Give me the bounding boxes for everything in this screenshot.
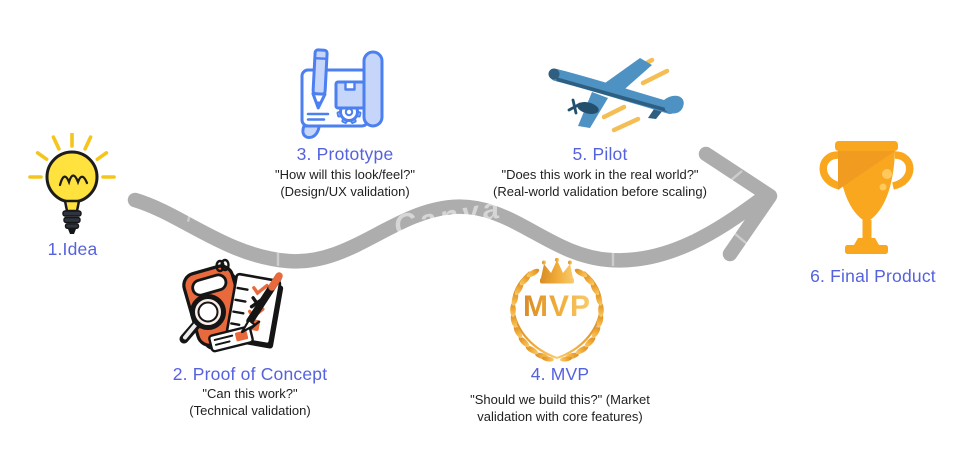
- airplane-icon: [548, 57, 684, 133]
- step-final-product: 6. Final Product: [780, 140, 966, 290]
- step-prototype-label: 3. Prototype: [296, 144, 394, 164]
- step-prototype: 3. Prototype "How will this look/feel?" …: [245, 44, 445, 209]
- step-pilot-label: 5. Pilot: [572, 144, 628, 164]
- step-poc-label: 2. Proof of Concept: [172, 364, 328, 384]
- step-poc-subtitle: "Can this work?" (Technical validation): [189, 386, 311, 418]
- lightbulb-icon: [28, 133, 116, 234]
- step-pilot-subtitle: "Does this work in the real world?" (Rea…: [493, 167, 707, 199]
- journey-arrowhead: [698, 146, 778, 262]
- clipboard-checklist-icon: [179, 258, 284, 353]
- step-idea: 1.Idea: [10, 133, 135, 263]
- step-prototype-subtitle: "How will this look/feel?" (Design/UX va…: [274, 167, 415, 199]
- mvp-badge-text: MVP: [523, 290, 591, 323]
- step-final-label: 6. Final Product: [810, 266, 936, 286]
- step-mvp-subtitle: "Should we build this?" (Market validati…: [470, 392, 650, 424]
- step-idea-label: 1.Idea: [47, 239, 98, 259]
- trophy-icon: [819, 141, 914, 254]
- step-proof-of-concept: 2. Proof of Concept "Can this work?" (Te…: [140, 255, 360, 425]
- step-mvp-label: 4. MVP: [530, 364, 590, 384]
- blueprint-icon: [300, 48, 384, 140]
- step-pilot: 5. Pilot "Does this work in the real wor…: [478, 50, 722, 210]
- step-mvp: MVP 4. MVP "Should we build this?" (Mark…: [450, 258, 670, 428]
- mvp-laurel-icon: MVP: [508, 258, 606, 362]
- journey-arrow-path: [127, 192, 768, 269]
